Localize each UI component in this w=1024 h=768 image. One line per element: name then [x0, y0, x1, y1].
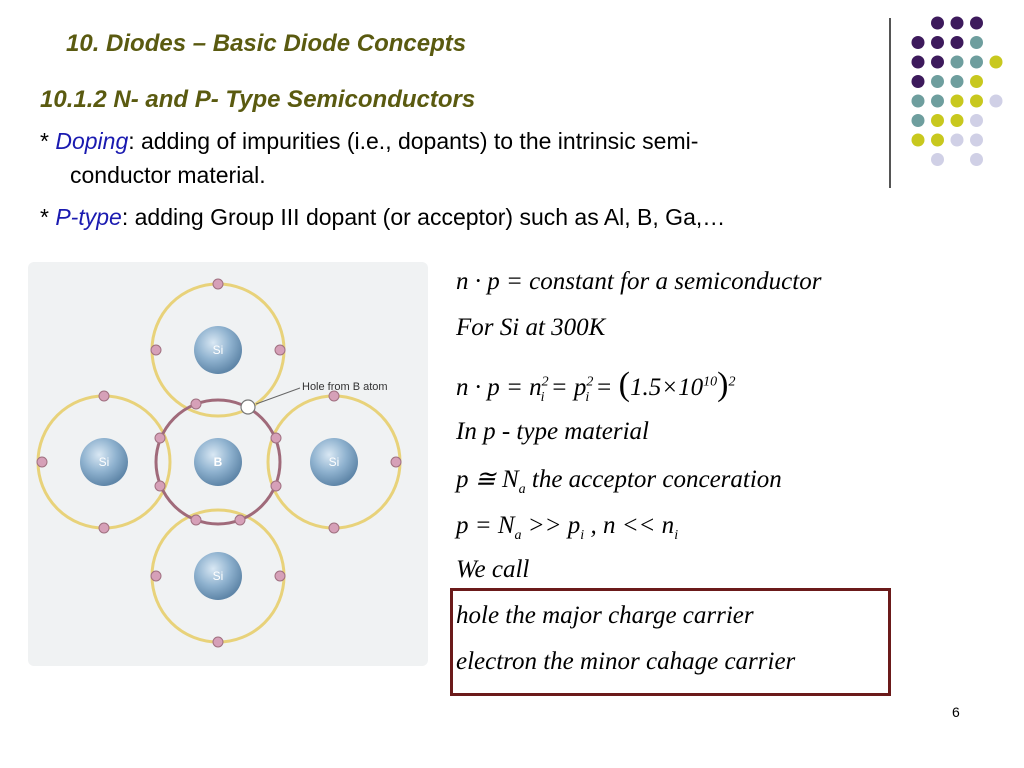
bullet-p-type-text: : adding Group III dopant (or acceptor) … — [121, 204, 726, 230]
atom-label-left: Si — [99, 455, 110, 469]
decorative-dot — [931, 16, 944, 30]
term-doping: Doping — [55, 128, 129, 154]
decorative-dot — [970, 94, 983, 108]
page-number: 6 — [952, 704, 960, 720]
decorative-dot — [970, 114, 983, 127]
atom-top — [194, 326, 242, 374]
decorative-dot-grid — [911, 16, 1003, 166]
decorative-dot — [931, 114, 944, 127]
eq-we-call: We call — [456, 556, 530, 583]
term-p-type: P-type — [55, 204, 122, 230]
decorative-dot — [931, 55, 944, 69]
boron-doping-diagram: Hole from B atom Si Si B Si Si — [28, 262, 428, 666]
bullet-p-type: * P-type: adding Group III dopant (or ac… — [40, 200, 880, 234]
hole-pointer — [255, 387, 301, 405]
bullet-doping-text: : adding of impurities (i.e., dopants) t… — [128, 128, 699, 154]
atom-left — [80, 438, 128, 486]
decorative-dot — [931, 153, 944, 166]
decorative-dot — [950, 75, 964, 88]
eq-np-constant: n · p = constant for a semiconductor — [456, 268, 822, 295]
decorative-dot — [950, 55, 964, 69]
bullet-star: * — [40, 128, 49, 154]
decorative-dot — [970, 36, 983, 49]
decorative-dot — [931, 36, 944, 49]
decorative-dot — [911, 133, 925, 147]
decorative-dot — [970, 153, 983, 166]
decorative-dot — [950, 16, 964, 30]
eq-hole-major: hole the major charge carrier — [456, 602, 754, 629]
bullet-star: * — [40, 204, 49, 230]
decorative-dot — [950, 133, 964, 147]
hole-marker — [240, 399, 256, 415]
slide-title: 10. Diodes – Basic Diode Concepts — [66, 30, 467, 57]
section-subtitle: 10.1.2 N- and P- Type Semiconductors — [40, 86, 476, 113]
decorative-dot — [911, 114, 925, 127]
atom-bottom — [194, 552, 242, 600]
atom-label-bottom: Si — [213, 569, 224, 583]
decorative-dot — [950, 36, 964, 49]
bullet-doping: * Doping: adding of impurities (i.e., do… — [40, 124, 880, 192]
eq-p-type-material: In p - type material — [456, 418, 650, 445]
atom-right — [310, 438, 358, 486]
decorative-dot — [931, 94, 944, 108]
decorative-dot — [911, 75, 925, 88]
orbit-center — [154, 398, 282, 526]
decorative-dot — [989, 55, 1003, 69]
decorative-dot — [970, 55, 983, 69]
decorative-dot — [911, 94, 925, 108]
decorative-dot — [931, 75, 944, 88]
decorative-dot — [911, 36, 925, 49]
decorative-dot — [950, 114, 964, 127]
decorative-dot — [989, 94, 1003, 108]
vertical-divider — [889, 18, 891, 188]
bullet-doping-continuation: conductor material. — [70, 162, 266, 188]
decorative-dot — [970, 16, 983, 30]
atom-label-top: Si — [213, 343, 224, 357]
eq-intrinsic: n · p = n2i = p2i = (1.5×1010)2 — [456, 366, 736, 405]
eq-si-300k: For Si at 300K — [456, 314, 606, 341]
decorative-dot — [950, 94, 964, 108]
atom-center — [194, 438, 242, 486]
decorative-dot — [931, 133, 944, 147]
decorative-dot — [970, 75, 983, 88]
atom-label-center: B — [214, 455, 223, 469]
eq-acceptor: p ≅ Na the acceptor conceration — [456, 466, 782, 497]
decorative-dot — [911, 55, 925, 69]
eq-electron-minor: electron the minor cahage carrier — [456, 648, 796, 675]
hole-label: Hole from B atom — [302, 381, 388, 393]
decorative-dot — [970, 133, 983, 147]
atom-label-right: Si — [329, 455, 340, 469]
eq-majority: p = Na >> pi , n << ni — [456, 512, 679, 543]
carrier-box — [450, 588, 891, 696]
